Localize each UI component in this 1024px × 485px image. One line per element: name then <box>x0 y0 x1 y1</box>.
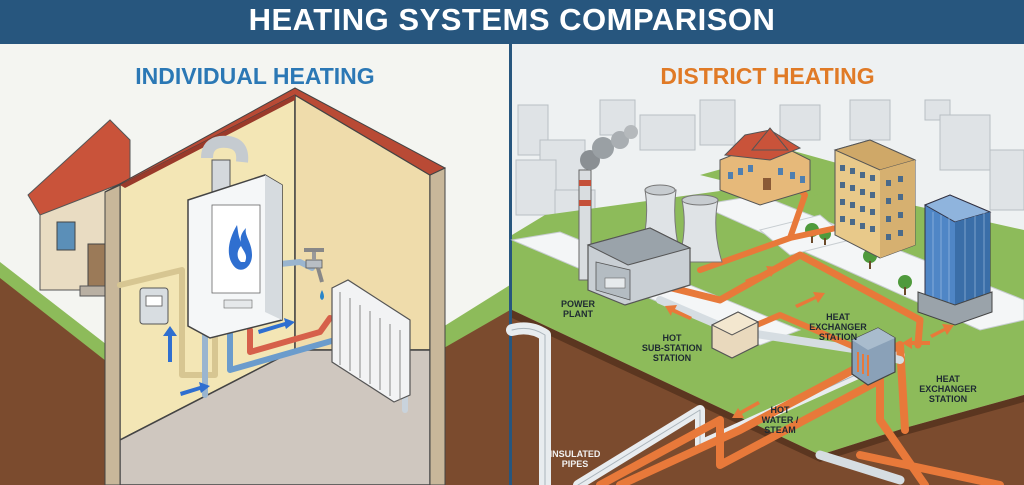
individual-heating-title: INDIVIDUAL HEATING <box>30 63 480 90</box>
apartment-building <box>835 140 915 258</box>
power-plant-label: POWER PLANT <box>548 299 608 319</box>
heat-exchanger-station-label-top: HEAT EXCHANGER STATION <box>798 312 878 342</box>
insulated-pipes-label: INSULATED PIPES <box>535 449 615 469</box>
boiler-control-panel <box>224 300 252 308</box>
glass-office-tower <box>918 195 992 325</box>
district-heating-title: DISTRICT HEATING <box>545 63 990 90</box>
heat-exchanger-station-label-right: HEAT EXCHANGER STATION <box>908 374 988 404</box>
individual-heating-scene <box>0 44 510 485</box>
hot-water-steam-label: HOT WATER / STEAM <box>745 405 815 435</box>
panel-divider <box>509 44 512 485</box>
page-title: HEATING SYSTEMS COMPARISON <box>0 0 1024 44</box>
gas-meter <box>140 288 168 324</box>
hot-sub-station-label: HOT SUB-STATION STATION <box>627 333 717 363</box>
house-window <box>57 222 75 250</box>
